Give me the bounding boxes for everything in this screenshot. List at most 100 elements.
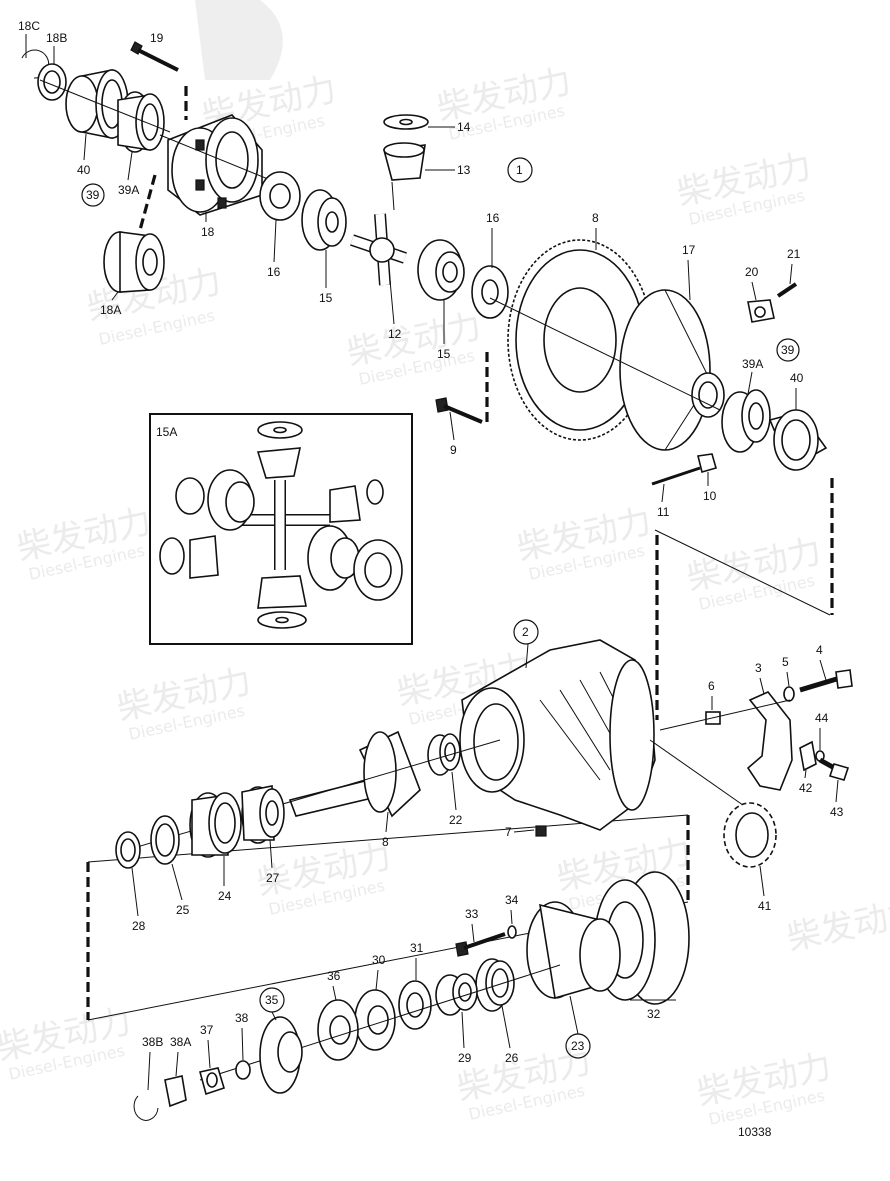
callout-33: 33 (465, 907, 479, 921)
callout-41: 41 (758, 899, 772, 913)
callout-15-left: 15 (319, 291, 333, 305)
inset-side-gear-right (307, 525, 403, 601)
bolt-11 (651, 466, 701, 486)
watermark-logo (195, 0, 283, 80)
callout-ring (513, 619, 539, 645)
callout-40-right: 40 (790, 371, 804, 385)
shim-31 (398, 980, 432, 1030)
bearing-race-26 (475, 958, 515, 1012)
callout-16-right: 16 (486, 211, 500, 225)
callout-9: 9 (450, 443, 457, 457)
bearing-race-40-top (65, 69, 129, 139)
watermark-layer: 柴发动力 Diesel-Engines 柴发动力 Diesel-Engines … (0, 0, 890, 1129)
washer-5 (783, 686, 795, 702)
output-flange-35 (259, 1016, 303, 1094)
callout-3: 3 (755, 661, 762, 675)
callout-ring (776, 338, 800, 362)
seal-36 (317, 999, 359, 1061)
washer-18b (37, 63, 67, 101)
lock-washer-38a (164, 1075, 187, 1108)
callout-21: 21 (787, 247, 801, 261)
callout-5: 5 (782, 655, 789, 669)
callout-8-bottom: 8 (382, 835, 389, 849)
callout-25: 25 (176, 903, 190, 917)
callout-39a-top: 39A (118, 183, 139, 197)
watermark-brand: 柴发动力 (784, 891, 890, 958)
bearing-cap-3 (746, 691, 793, 791)
callout-18b: 18B (46, 31, 67, 45)
thrust-washer-16-right (471, 265, 509, 319)
callout-26: 26 (505, 1051, 519, 1065)
final-drive-housing-2 (459, 639, 656, 831)
callout-18a: 18A (100, 303, 121, 317)
bolt-9 (435, 397, 483, 424)
callout-13: 13 (457, 163, 471, 177)
callout-11: 11 (657, 505, 670, 519)
shim-25 (150, 815, 180, 865)
callout-35: 35 (265, 993, 279, 1007)
bolt-43 (818, 757, 850, 781)
callout-12: 12 (388, 327, 402, 341)
callout-4: 4 (816, 643, 823, 657)
bearing-carrier-23 (526, 901, 621, 1000)
spider-cross-12 (350, 213, 407, 286)
callout-29: 29 (458, 1051, 472, 1065)
callout-38a: 38A (170, 1035, 191, 1049)
washer-14 (383, 114, 429, 130)
callout-39-top: 39 (86, 188, 100, 202)
side-gear-15-left (301, 189, 347, 251)
washer-38 (235, 1060, 251, 1080)
nut-37 (199, 1067, 225, 1096)
callout-17: 17 (682, 243, 696, 257)
callout-32: 32 (647, 1007, 661, 1021)
callout-10: 10 (703, 489, 717, 503)
adjusting-ring-41 (723, 802, 777, 868)
bearing-race-40-right (768, 409, 828, 471)
bearing-27 (241, 785, 285, 844)
thrust-washer-16-left (259, 171, 301, 221)
callout-2: 2 (522, 625, 529, 639)
callout-15-right: 15 (437, 347, 451, 361)
callout-ring (81, 183, 105, 207)
side-gear-15-right (417, 239, 465, 301)
callout-27: 27 (266, 871, 280, 885)
callout-37: 37 (200, 1023, 214, 1037)
inset-15a: 15A (149, 413, 413, 645)
callout-16-left: 16 (267, 265, 281, 279)
callout-23: 23 (571, 1039, 585, 1053)
bearing-29 (435, 973, 478, 1016)
seal-30 (354, 989, 396, 1051)
bearing-39a-right (721, 389, 771, 453)
nut-10 (697, 453, 717, 473)
bolt-19 (130, 41, 179, 72)
callout-6: 6 (708, 679, 715, 693)
callout-40-top: 40 (77, 163, 91, 177)
inset-pinion-top (256, 447, 302, 479)
callout-22: 22 (449, 813, 463, 827)
bolt-33 (455, 932, 506, 957)
callout-31: 31 (410, 941, 424, 955)
callout-14: 14 (457, 120, 471, 134)
callout-ring (507, 157, 533, 183)
callout-18: 18 (201, 225, 215, 239)
bearing-39a-top (117, 91, 165, 153)
callout-44: 44 (815, 711, 829, 725)
callout-18c: 18C (18, 19, 40, 33)
washer-34 (507, 925, 517, 939)
callout-39-right: 39 (781, 343, 795, 357)
spacer-28 (115, 831, 141, 869)
callout-layer: 18C 18B 19 14 13 1 40 39A 39 18 16 15 12… (18, 19, 844, 1139)
inset-label: 15A (156, 425, 177, 439)
inset-pinion-left-bottom (159, 535, 219, 579)
callout-8-top: 8 (592, 211, 599, 225)
pinion-shaft-8 (288, 730, 421, 818)
callout-7: 7 (505, 825, 512, 839)
pin-21 (776, 282, 798, 298)
differential-housing-18 (167, 114, 263, 216)
callout-1: 1 (516, 163, 523, 177)
callout-19: 19 (150, 31, 164, 45)
adjusting-nut-20 (747, 299, 775, 323)
callout-39a-right: 39A (742, 357, 763, 371)
inset-pinion-right-top (329, 479, 384, 523)
